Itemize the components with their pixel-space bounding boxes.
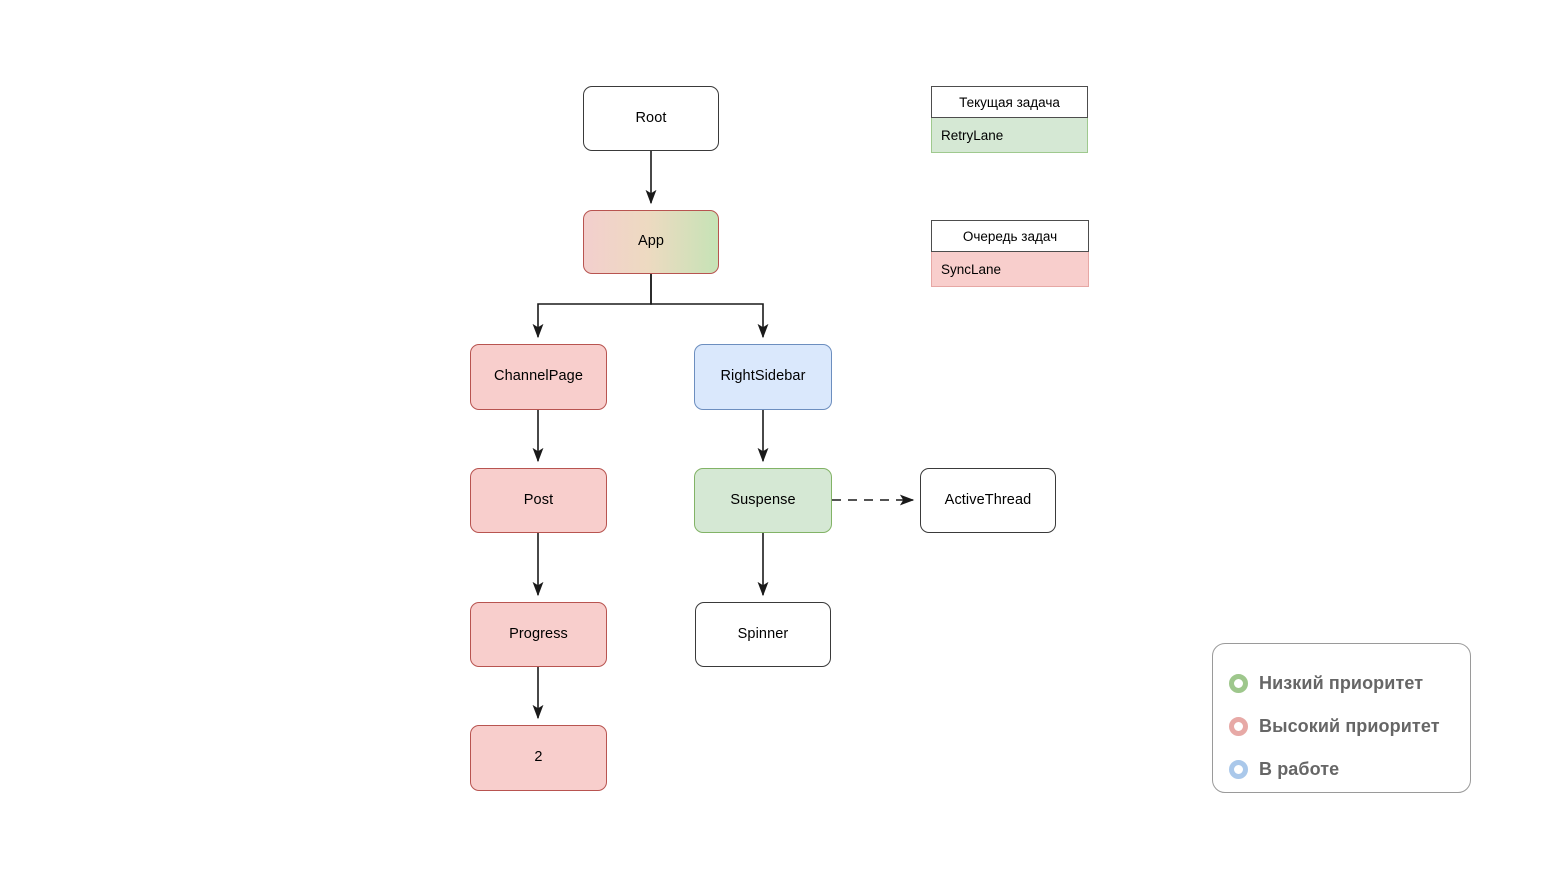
node-post[interactable]: Post [470, 468, 607, 533]
legend-label-high-priority: Высокий приоритет [1259, 716, 1440, 736]
node-progress-label: Progress [509, 625, 568, 642]
current-task-table: Текущая задача RetryLane [931, 86, 1088, 153]
node-count-label: 2 [534, 749, 543, 766]
node-post-label: Post [523, 491, 554, 508]
node-activethread-label: ActiveThread [944, 491, 1032, 508]
node-suspense-label: Suspense [730, 491, 796, 508]
legend-item-high-priority[interactable]: Высокий приоритет [1229, 705, 1470, 748]
current-task-row[interactable]: RetryLane [931, 118, 1088, 153]
node-rightsidebar-label: RightSidebar [720, 368, 806, 385]
node-spinner-label: Spinner [737, 625, 789, 642]
node-app[interactable]: App [583, 210, 719, 274]
ring-green-icon [1229, 674, 1248, 693]
legend-panel: Низкий приоритет Высокий приоритет В раб… [1212, 643, 1471, 793]
task-queue-table: Очередь задач SyncLane [931, 220, 1089, 287]
node-channelpage-label: ChannelPage [494, 368, 583, 385]
ring-red-icon [1229, 717, 1248, 736]
node-suspense[interactable]: Suspense [694, 468, 832, 533]
node-activethread[interactable]: ActiveThread [920, 468, 1056, 533]
node-root[interactable]: Root [583, 86, 719, 151]
current-task-header: Текущая задача [931, 86, 1088, 118]
node-progress[interactable]: Progress [470, 602, 607, 667]
legend-item-in-progress[interactable]: В работе [1229, 748, 1470, 791]
legend-label-low-priority: Низкий приоритет [1259, 673, 1424, 693]
node-channelpage[interactable]: ChannelPage [470, 344, 607, 410]
node-app-label: App [637, 233, 665, 250]
edge-app-rightsidebar [650, 274, 769, 339]
task-queue-row[interactable]: SyncLane [931, 252, 1089, 287]
legend-item-low-priority[interactable]: Низкий приоритет [1229, 662, 1470, 705]
node-root-label: Root [635, 109, 667, 126]
node-count[interactable]: 2 [470, 725, 607, 791]
legend-label-in-progress: В работе [1259, 759, 1340, 779]
node-spinner[interactable]: Spinner [695, 602, 831, 667]
task-queue-header: Очередь задач [931, 220, 1089, 252]
node-rightsidebar[interactable]: RightSidebar [694, 344, 832, 410]
edge-app-channelpage [532, 274, 652, 339]
ring-blue-icon [1229, 760, 1248, 779]
